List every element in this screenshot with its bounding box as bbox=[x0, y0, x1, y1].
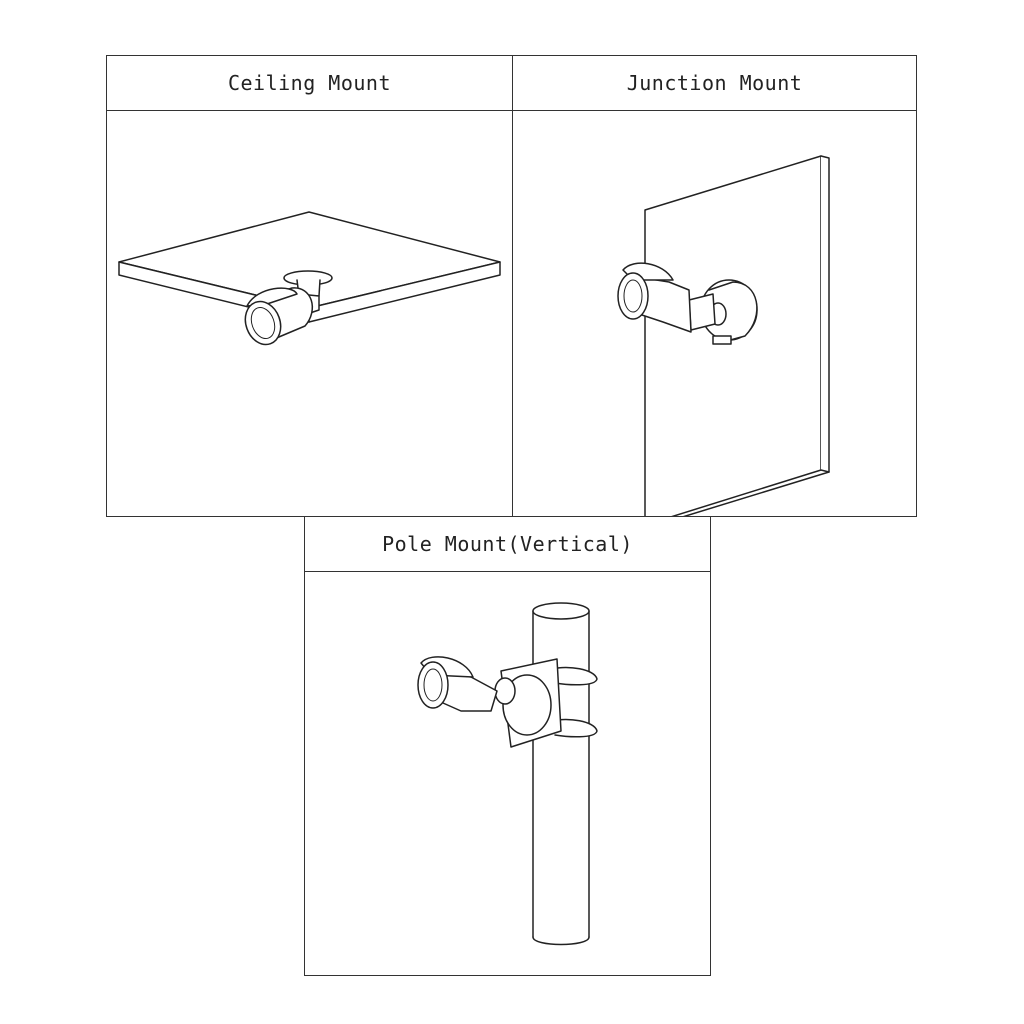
pole-clamp-lower bbox=[552, 718, 598, 738]
junction-mount-panel: Junction Mount bbox=[512, 55, 917, 517]
pole-top bbox=[532, 602, 590, 620]
ceiling-mount-illustration bbox=[107, 110, 512, 516]
pole-bottom bbox=[532, 936, 590, 946]
ceiling-mount-title: Ceiling Mount bbox=[107, 56, 512, 111]
ceiling-mount-panel: Ceiling Mount bbox=[106, 55, 513, 517]
camera-lens bbox=[617, 272, 649, 320]
junction-mount-illustration bbox=[513, 110, 916, 516]
ceiling-mount-drawing bbox=[118, 211, 501, 346]
junction-mount-title: Junction Mount bbox=[513, 56, 916, 111]
mount-arm bbox=[688, 293, 716, 331]
pole-clamp-upper bbox=[552, 666, 598, 686]
camera-lens bbox=[417, 661, 449, 709]
camera-lens bbox=[244, 300, 282, 346]
pole-mount-title: Pole Mount(Vertical) bbox=[305, 517, 710, 572]
junction-box-port bbox=[712, 335, 732, 345]
pole-mount-illustration bbox=[305, 571, 710, 975]
pole bbox=[532, 610, 590, 938]
wall-panel-edge bbox=[820, 155, 830, 473]
junction-box-hub bbox=[494, 677, 516, 705]
pole-mount-panel: Pole Mount(Vertical) bbox=[304, 516, 711, 976]
pole-mount-drawing bbox=[417, 602, 598, 946]
junction-mount-drawing bbox=[617, 155, 830, 516]
